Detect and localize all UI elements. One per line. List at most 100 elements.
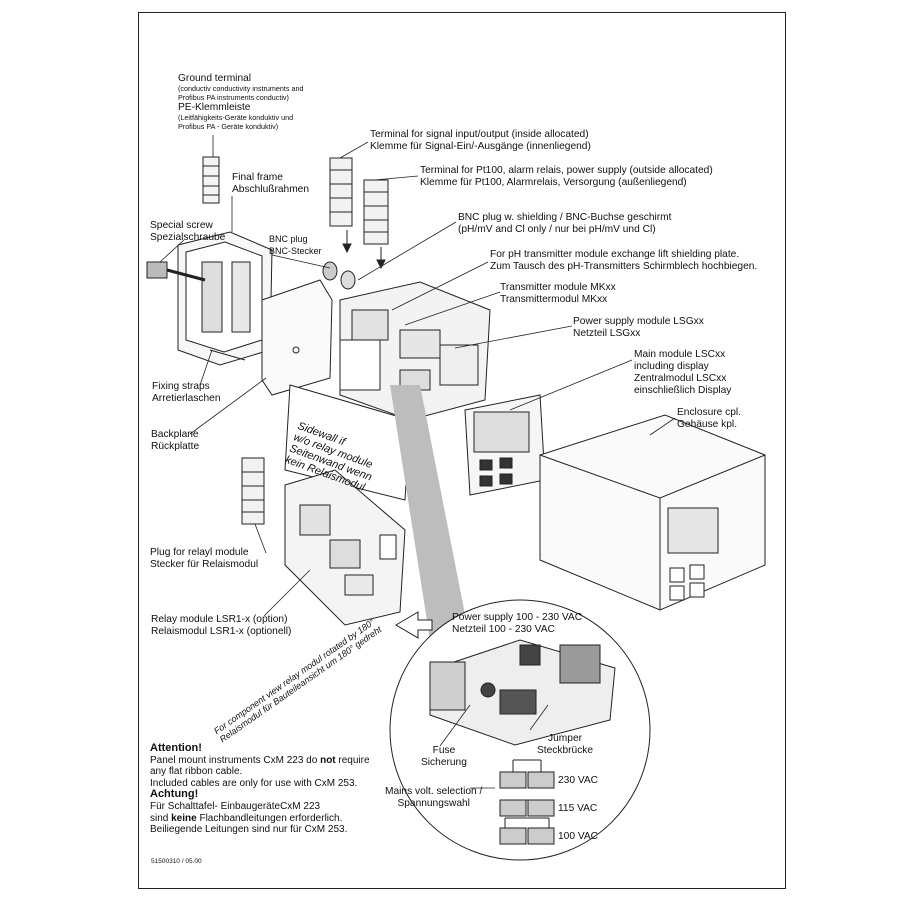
power-supply-de: Netzteil 100 - 230 VAC bbox=[452, 624, 555, 635]
final-frame-en: Final frame bbox=[232, 172, 283, 183]
ground-terminal-note-en-2: Profibus PA instruments conductiv) bbox=[178, 92, 289, 102]
achtung-line-2a: sind bbox=[150, 812, 172, 824]
achtung-line-2c: Flachbandleitungen erforderlich. bbox=[196, 812, 343, 824]
signal-terminal-part bbox=[329, 157, 353, 254]
fixing-straps-label: Fixing straps Arretierlaschen bbox=[152, 381, 221, 405]
ground-terminal-label: Ground terminal (conductiv conductivity … bbox=[178, 73, 303, 131]
final-frame-part bbox=[177, 231, 273, 366]
pt100-terminal-label: Terminal for Pt100, alarm relais, power … bbox=[420, 165, 713, 189]
bnc-socket-label: BNC plug w. shielding / BNC-Buchse gesch… bbox=[458, 212, 671, 236]
special-screw-en: Special screw bbox=[150, 220, 213, 231]
pt100-terminal-en: Terminal for Pt100, alarm relais, power … bbox=[420, 165, 713, 176]
document-code: 51500310 / 05.00 bbox=[151, 858, 202, 865]
jumper-diagram-part bbox=[499, 759, 555, 845]
enclosure-part bbox=[539, 414, 766, 611]
bnc-socket-en: BNC plug w. shielding / BNC-Buchse gesch… bbox=[458, 212, 672, 223]
special-screw-part bbox=[146, 261, 206, 282]
voltage-100-label: 100 VAC bbox=[558, 831, 599, 842]
attention-line-1b: not bbox=[320, 754, 336, 766]
ground-terminal-note-de-2: Profibus PA - Geräte konduktiv) bbox=[178, 121, 279, 131]
ph-exchange-de: Zum Tausch des pH-Transmitters Schirmble… bbox=[490, 261, 758, 272]
page-frame bbox=[138, 12, 786, 889]
fuse-en: Fuse bbox=[432, 745, 456, 756]
attention-line-3: Included cables are only for use with Cx… bbox=[150, 777, 358, 789]
transmitter-module-de: Transmittermodul MKxx bbox=[500, 294, 608, 305]
backplane-label: Backplane Rückplatte bbox=[151, 429, 199, 453]
main-module-en: Main module LSCxx bbox=[634, 349, 726, 360]
ground-terminal-note-en-1: (conductiv conductivity instruments and bbox=[178, 84, 304, 93]
relay-module-part bbox=[284, 469, 406, 626]
fuse-label: Fuse Sicherung bbox=[421, 745, 467, 769]
main-module-label: Main module LSCxx including display Zent… bbox=[634, 349, 731, 397]
power-supply-module-de: Netzteil LSGxx bbox=[573, 328, 641, 339]
jumper-de: Steckbrücke bbox=[537, 745, 594, 756]
bnc-plug-de: BNC-Stecker bbox=[269, 246, 322, 256]
sidewall-part bbox=[284, 384, 411, 501]
backplane-part bbox=[261, 279, 333, 396]
plug-relay-de: Stecker für Relaismodul bbox=[150, 559, 259, 570]
attention-title: Attention! bbox=[150, 742, 202, 754]
power-supply-module-label: Power supply module LSGxx Netzteil LSGxx bbox=[573, 316, 704, 340]
relay-module-en: Relay module LSR1-x (option) bbox=[151, 614, 288, 625]
power-supply-module-en: Power supply module LSGxx bbox=[573, 316, 704, 327]
attention-line-2: any flat ribbon cable. bbox=[150, 766, 243, 778]
signal-terminal-de: Klemme für Signal-Ein/-Ausgänge (innenli… bbox=[370, 141, 591, 152]
achtung-line-3: Beiliegende Leitungen sind nur für CxM 2… bbox=[150, 824, 348, 836]
achtung-title: Achtung! bbox=[150, 788, 199, 801]
ground-terminal-part bbox=[202, 156, 220, 204]
ph-exchange-label: For pH transmitter module exchange lift … bbox=[490, 249, 757, 273]
transmitter-module-en: Transmitter module MKxx bbox=[500, 282, 616, 293]
pt100-terminal-part bbox=[363, 179, 389, 270]
enclosure-en: Enclosure cpl. bbox=[677, 407, 741, 418]
pt100-terminal-de: Klemme für Pt100, Alarmrelais, Versorgun… bbox=[420, 177, 687, 188]
voltage-230-label: 230 VAC bbox=[558, 775, 599, 786]
relay-module-de: Relaismodul LSR1-x (optionell) bbox=[151, 626, 292, 637]
fixing-straps-de: Arretierlaschen bbox=[152, 393, 221, 404]
leader-lines bbox=[159, 135, 676, 789]
mains-selection-en: Mains volt. selection / bbox=[385, 786, 483, 797]
main-module-de-2: einschließlich Display bbox=[634, 385, 732, 396]
mains-selection-de: Spannungswahl bbox=[397, 798, 470, 809]
bnc-socket-note: (pH/mV and Cl only / nur bei pH/mV und C… bbox=[458, 224, 656, 235]
main-module-en-2: including display bbox=[634, 361, 709, 372]
special-screw-de: Spezialschraube bbox=[150, 232, 226, 243]
ground-terminal-note-de-1: (Leitfähigkeits-Geräte konduktiv und bbox=[178, 113, 294, 122]
enclosure-de: Gehäuse kpl. bbox=[677, 419, 738, 430]
main-module-part bbox=[464, 394, 546, 496]
achtung-line-1: Für Schalttafel- EinbaugeräteCxM 223 bbox=[150, 800, 321, 812]
mains-selection-label: Mains volt. selection / Spannungswahl bbox=[385, 786, 482, 810]
attention-notice: Attention! Panel mount instruments CxM 2… bbox=[150, 742, 370, 836]
enclosure-label: Enclosure cpl. Gehäuse kpl. bbox=[677, 407, 741, 431]
relay-plug-part bbox=[241, 457, 265, 525]
jumper-label: Jumper Steckbrücke bbox=[537, 733, 593, 757]
fuse-de: Sicherung bbox=[421, 757, 467, 768]
attention-line-1c: require bbox=[335, 754, 370, 766]
special-screw-label: Special screw Spezialschraube bbox=[150, 220, 225, 244]
backplane-en: Backplane bbox=[151, 429, 199, 440]
bnc-plug-en: BNC plug bbox=[269, 234, 308, 244]
plug-relay-en: Plug for relayl module bbox=[150, 547, 249, 558]
final-frame-de: Abschlußrahmen bbox=[232, 184, 310, 195]
relay-module-label: Relay module LSR1-x (option) Relaismodul… bbox=[151, 614, 291, 638]
module-stack-part bbox=[339, 281, 491, 421]
plug-relay-label: Plug for relayl module Stecker für Relai… bbox=[150, 547, 258, 571]
attention-line-1a: Panel mount instruments CxM 223 do bbox=[150, 754, 321, 766]
power-supply-label: Power supply 100 - 230 VAC Netzteil 100 … bbox=[452, 612, 582, 636]
attention-line-1: Panel mount instruments CxM 223 do not r… bbox=[150, 755, 370, 767]
achtung-line-2: sind keine Flachbandleitungen erforderli… bbox=[150, 813, 370, 825]
main-module-de: Zentralmodul LSCxx bbox=[634, 373, 727, 384]
signal-terminal-label: Terminal for signal input/output (inside… bbox=[370, 129, 591, 153]
backplane-de: Rückplatte bbox=[151, 441, 200, 452]
bnc-plug-label: BNC plug BNC-Stecker bbox=[269, 233, 322, 257]
voltage-115-label: 115 VAC bbox=[558, 803, 598, 814]
bnc-plug-part bbox=[322, 261, 356, 290]
jumper-en: Jumper bbox=[548, 733, 583, 744]
ground-terminal-title-de: PE-Klemmleiste bbox=[178, 102, 251, 113]
achtung-line-2b: keine bbox=[171, 812, 197, 824]
transmitter-module-label: Transmitter module MKxx Transmittermodul… bbox=[500, 282, 616, 306]
power-supply-board-part bbox=[429, 639, 616, 746]
final-frame-label: Final frame Abschlußrahmen bbox=[232, 172, 309, 196]
ph-exchange-en: For pH transmitter module exchange lift … bbox=[490, 249, 740, 260]
power-supply-en: Power supply 100 - 230 VAC bbox=[452, 612, 583, 623]
